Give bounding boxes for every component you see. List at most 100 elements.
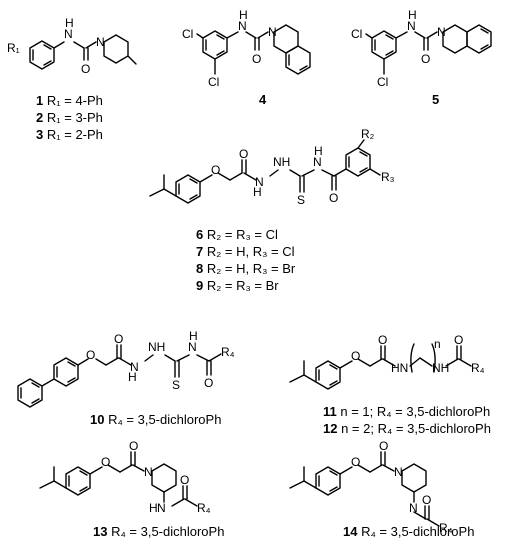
- compound-number: 5: [432, 92, 440, 107]
- atom-o: O: [239, 147, 248, 161]
- compound-label-7: 7 R₂ = H, R₃ = Cl: [196, 244, 295, 260]
- atom-hn: HN: [391, 361, 408, 375]
- atom-nh: NH: [432, 361, 449, 375]
- atom-o: O: [329, 191, 338, 205]
- atom-s: S: [297, 193, 305, 207]
- atom-sub-n: n: [434, 337, 441, 351]
- compound-number: 13: [93, 524, 108, 539]
- compound-substituent: R₁ = 2-Ph: [46, 127, 103, 142]
- atom-h: H: [128, 370, 137, 384]
- structure-5: Cl Cl N H N O: [351, 8, 492, 89]
- compound-number: 7: [196, 244, 204, 259]
- compound-number: 12: [323, 421, 338, 436]
- compound-label-14: 14 R₄ = 3,5-dichloroPh: [343, 524, 474, 540]
- structure-6-9: O O N H NH N H S O R₂ R₃: [149, 127, 395, 207]
- atom-n: N: [409, 501, 418, 515]
- atom-n: N: [394, 465, 403, 479]
- atom-o: O: [180, 473, 189, 487]
- compound-label-10: 10 R₄ = 3,5-dichloroPh: [90, 412, 221, 428]
- compound-substituent: R₄ = 3,5-dichloroPh: [361, 524, 475, 539]
- compound-label-8: 8 R₂ = H, R₃ = Br: [196, 261, 295, 277]
- atom-o: O: [204, 376, 213, 390]
- compound-label-13: 13 R₄ = 3,5-dichloroPh: [93, 524, 224, 540]
- atom-r4: R₄: [197, 501, 211, 515]
- atom-h: H: [239, 8, 248, 22]
- atom-n: N: [188, 340, 197, 354]
- atom-cl: Cl: [208, 75, 219, 89]
- atom-h: H: [314, 144, 323, 158]
- atom-o: O: [252, 52, 261, 66]
- atom-cl: Cl: [351, 27, 362, 41]
- compound-number: 2: [36, 110, 44, 125]
- atom-o: O: [379, 439, 388, 453]
- atom-o: O: [211, 163, 220, 177]
- compound-label-5: 5: [432, 92, 439, 108]
- atom-n: N: [64, 27, 73, 41]
- compound-label-2: 2 R₁ = 3-Ph: [36, 110, 103, 126]
- atom-o: O: [421, 52, 430, 66]
- compound-number: 10: [90, 412, 105, 427]
- atom-n: N: [144, 465, 153, 479]
- compound-label-1: 1 R₁ = 4-Ph: [36, 93, 103, 109]
- atom-r1: R₁: [7, 41, 20, 55]
- compound-substituent: R₁ = 4-Ph: [46, 93, 103, 108]
- atom-n: N: [437, 25, 446, 39]
- compound-number: 1: [36, 93, 44, 108]
- atom-n: N: [268, 25, 277, 39]
- structure-14: O O N N O R₄: [289, 439, 453, 535]
- atom-o: O: [422, 493, 431, 507]
- atom-h: H: [408, 8, 417, 22]
- atom-nh: NH: [273, 155, 290, 169]
- structure-4: Cl Cl N H N O: [182, 8, 311, 89]
- compound-label-11: 11 n = 1; R₄ = 3,5-dichloroPh: [323, 404, 490, 420]
- structure-13: O O N N H O R₄: [39, 439, 211, 515]
- atom-o: O: [114, 332, 123, 346]
- structure-11-12: O O HN n NH O R₄: [289, 333, 485, 390]
- atom-o: O: [351, 349, 360, 363]
- compound-number: 4: [259, 92, 267, 107]
- atom-o: O: [129, 439, 138, 453]
- atom-r3: R₃: [381, 170, 395, 184]
- compound-number: 6: [196, 227, 204, 242]
- atom-n: N: [96, 35, 105, 49]
- compound-substituent: R₂ = R₃ = Br: [206, 278, 279, 293]
- atom-h: H: [149, 501, 158, 515]
- atom-s: S: [172, 378, 180, 392]
- structure-1-3: R₁ N H N O: [7, 16, 137, 76]
- compound-substituent: R₂ = R₃ = Cl: [206, 227, 278, 242]
- compound-substituent: R₂ = H, R₃ = Br: [206, 261, 296, 276]
- atom-h: H: [253, 185, 262, 199]
- atom-n: N: [157, 501, 166, 515]
- atom-r4: R₄: [471, 361, 485, 375]
- compound-substituent: n = 2; R₄ = 3,5-dichloroPh: [341, 421, 491, 436]
- atom-o: O: [81, 62, 90, 76]
- atom-h: H: [65, 16, 74, 30]
- atom-n: N: [238, 19, 247, 33]
- atom-o: O: [454, 333, 463, 347]
- compound-number: 11: [323, 404, 337, 419]
- compound-number: 14: [343, 524, 358, 539]
- atom-o: O: [86, 348, 95, 362]
- compound-number: 8: [196, 261, 204, 276]
- compound-label-6: 6 R₂ = R₃ = Cl: [196, 227, 278, 243]
- compound-label-9: 9 R₂ = R₃ = Br: [196, 278, 279, 294]
- atom-n: N: [313, 155, 322, 169]
- atom-cl: Cl: [377, 75, 388, 89]
- compound-substituent: R₁ = 3-Ph: [46, 110, 103, 125]
- compound-label-4: 4: [259, 92, 266, 108]
- atom-n: N: [130, 360, 139, 374]
- atom-o: O: [351, 455, 360, 469]
- compound-label-12: 12 n = 2; R₄ = 3,5-dichloroPh: [323, 421, 491, 437]
- compound-substituent: R₄ = 3,5-dichloroPh: [111, 524, 225, 539]
- atom-r2: R₂: [361, 127, 375, 141]
- atom-o: O: [378, 333, 387, 347]
- atom-o: O: [101, 455, 110, 469]
- compound-substituent: R₄ = 3,5-dichloroPh: [108, 412, 222, 427]
- atom-r4: R₄: [221, 345, 235, 359]
- atom-r4: R₄: [439, 521, 453, 535]
- atom-cl: Cl: [182, 27, 193, 41]
- compound-label-3: 3 R₁ = 2-Ph: [36, 127, 103, 143]
- atom-h: H: [189, 329, 198, 343]
